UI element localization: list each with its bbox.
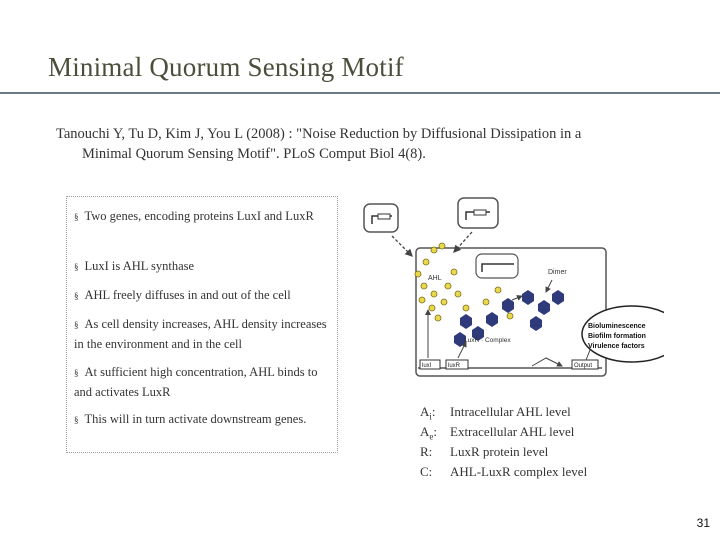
- title-divider: [0, 92, 720, 94]
- legend-symbol: R:: [420, 444, 433, 459]
- luxi-gene-label: luxI: [422, 363, 432, 369]
- bullet-text: AHL freely diffuses in and out of the ce…: [84, 288, 291, 302]
- bullet-item: § This will in turn activate downstream g…: [74, 410, 332, 430]
- bullet-item: § AHL freely diffuses in and out of the c…: [74, 286, 332, 306]
- legend-symbol: Ai:: [420, 404, 436, 422]
- page-number: 31: [696, 516, 710, 530]
- legend-symbol: Ae:: [420, 424, 438, 442]
- bullet-list: § Two genes, encoding proteins LuxI and L…: [66, 196, 338, 453]
- ahl-label: AHL: [428, 275, 442, 282]
- legend-text: LuxR protein level: [450, 444, 549, 459]
- bullet-item: §As cell density increases, AHL density …: [74, 315, 332, 354]
- output-callout: [581, 305, 664, 363]
- bullet-text: As cell density increases, AHL density i…: [74, 317, 327, 351]
- inner-cell-box: [475, 253, 519, 279]
- callout-text-1: Bioluminescence: [588, 323, 646, 330]
- bullet-text: Two genes, encoding proteins LuxI and Lu…: [84, 209, 314, 223]
- legend-text: Intracellular AHL level: [450, 404, 571, 419]
- citation: Tanouchi Y, Tu D, Kim J, You L (2008) : …: [56, 124, 676, 164]
- dimer-label: Dimer: [548, 269, 567, 276]
- bullet-marker: §: [74, 368, 79, 378]
- bullet-marker: §: [74, 291, 79, 301]
- output-gene-label: Output: [574, 363, 592, 369]
- bullet-marker: §: [74, 212, 79, 222]
- callout-text-2: Biofilm formation: [588, 333, 646, 340]
- bullet-item: § LuxI is AHL synthase: [74, 257, 332, 277]
- bullet-marker: §: [74, 262, 79, 272]
- luxr-gene-label: luxR: [448, 363, 461, 369]
- bullet-item: § Two genes, encoding proteins LuxI and L…: [74, 207, 332, 227]
- bullet-text: LuxI is AHL synthase: [84, 259, 195, 273]
- bullet-marker: §: [74, 320, 79, 330]
- complex-label: LuxR · Complex: [464, 337, 511, 344]
- legend-text: AHL-LuxR complex level: [450, 464, 588, 479]
- legend-text: Extracellular AHL level: [450, 424, 575, 439]
- luxr-proteins: [454, 290, 564, 347]
- citation-line-2: Minimal Quorum Sensing Motif". PLoS Comp…: [82, 146, 426, 162]
- quorum-sensing-diagram: AHL LuxR · Complex Dimer luxI luxR Outpu…: [363, 197, 664, 377]
- ahl-molecules: [414, 242, 514, 322]
- citation-line-1: Tanouchi Y, Tu D, Kim J, You L (2008) : …: [56, 126, 582, 142]
- slide-title: Minimal Quorum Sensing Motif: [48, 52, 404, 82]
- bullet-marker: §: [74, 415, 79, 425]
- callout-text-3: Virulence factors: [588, 343, 645, 350]
- bullet-text: At sufficient high concentration, AHL bi…: [74, 365, 318, 399]
- bullet-text: This will in turn activate downstream ge…: [84, 412, 307, 426]
- legend-symbol: C:: [420, 464, 433, 479]
- bullet-item: §At sufficient high concentration, AHL b…: [74, 363, 332, 402]
